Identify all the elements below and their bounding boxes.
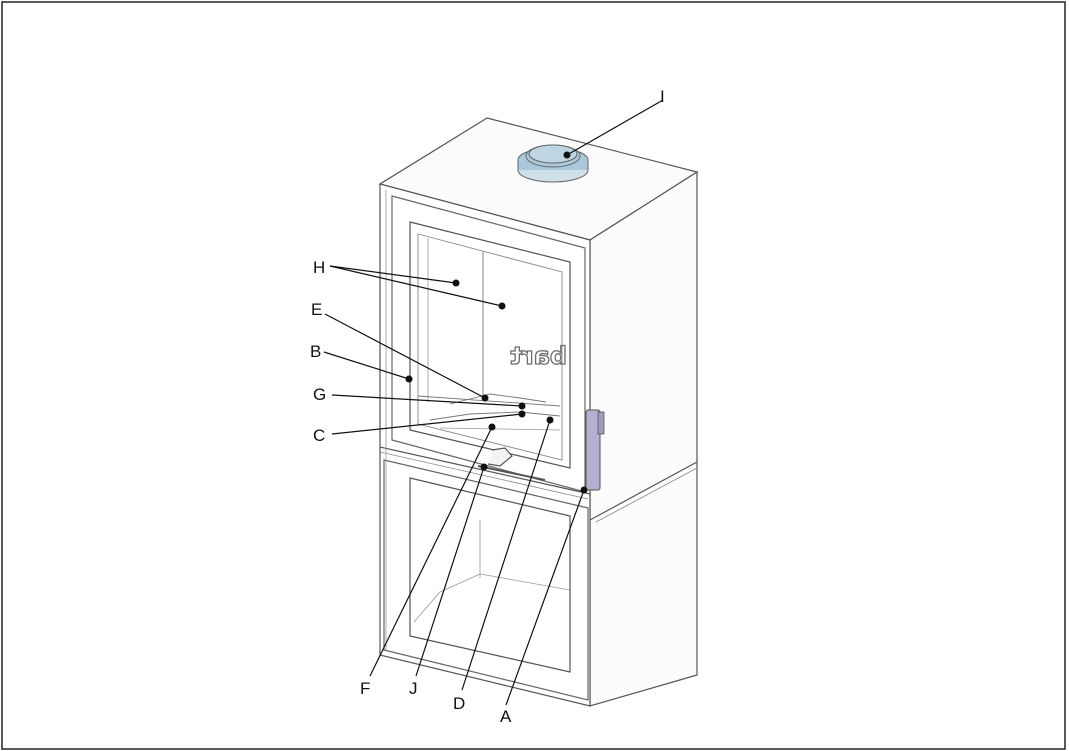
- leader-J: [415, 466, 485, 677]
- lower-door-glass: [409, 477, 571, 673]
- leader-lines: [323, 99, 664, 706]
- grate-lines: [449, 393, 547, 405]
- upper-door-glass: [409, 221, 571, 469]
- stove-right-face: [589, 170, 698, 707]
- leader-I: [566, 99, 664, 156]
- leader-C: [331, 413, 523, 435]
- callout-label-E: E: [311, 300, 322, 319]
- leader-dots: [405, 151, 588, 494]
- leader-F: [369, 426, 493, 677]
- callout-label-C: C: [313, 426, 325, 445]
- callout-label-A: A: [500, 707, 512, 726]
- leader-G: [331, 394, 523, 407]
- door-latch: [487, 447, 513, 467]
- callout-label-H: H: [313, 258, 325, 277]
- callout-label-J: J: [409, 679, 418, 698]
- leader-B: [323, 351, 410, 380]
- stove-front-face: [379, 183, 591, 707]
- stove-body: [378, 117, 699, 707]
- leader-H2: [329, 265, 503, 307]
- brand-logo: bart: [510, 342, 567, 370]
- lower-door-frame: [383, 459, 589, 701]
- side-handle: [585, 409, 605, 491]
- side-split-line: [589, 461, 698, 521]
- callout-label-F: F: [360, 679, 370, 698]
- callout-label-I: I: [660, 87, 665, 106]
- lower-handle-bar: [477, 465, 546, 481]
- leader-H1: [329, 265, 457, 284]
- callout-label-B: B: [310, 342, 321, 361]
- callout-label-G: G: [313, 385, 326, 404]
- leader-E: [324, 313, 486, 399]
- leader-A: [505, 489, 585, 706]
- leader-D: [461, 419, 551, 691]
- front-split-line: [379, 446, 591, 495]
- callout-label-D: D: [453, 694, 465, 713]
